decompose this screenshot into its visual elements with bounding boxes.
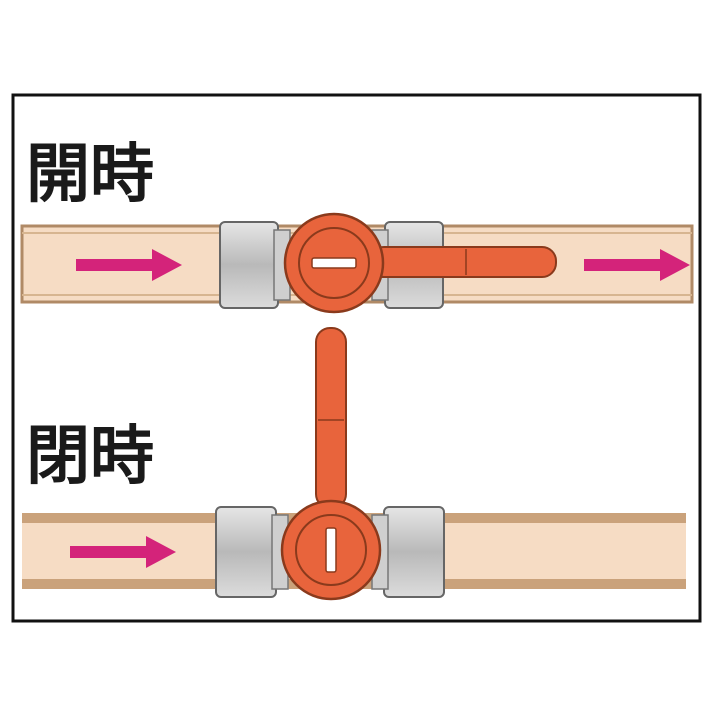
right-arrow-icon	[584, 249, 690, 281]
closed-valve-indicator	[325, 527, 337, 573]
closed-lever-handle	[315, 327, 347, 509]
closed-state-label: 閉時	[26, 420, 154, 494]
closed-right-coupling	[383, 506, 445, 598]
open-valve-indicator	[311, 257, 357, 269]
closed-left-coupling	[215, 506, 277, 598]
closed-valve-assembly	[22, 327, 686, 601]
right-arrow-icon	[70, 536, 176, 568]
open-lever-handle	[369, 246, 557, 278]
open-left-coupling	[219, 221, 279, 309]
open-state-label: 開時	[26, 138, 154, 212]
open-valve-assembly	[20, 212, 694, 314]
right-arrow-icon	[76, 249, 182, 281]
